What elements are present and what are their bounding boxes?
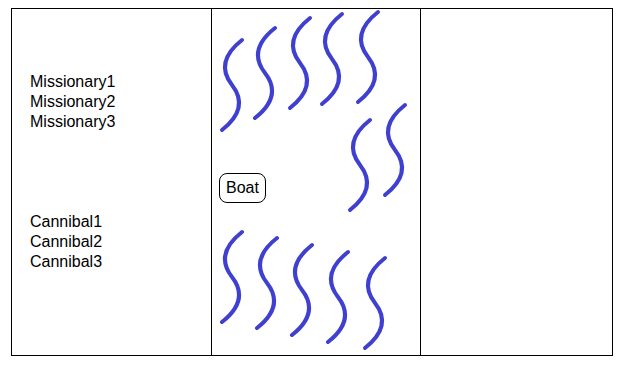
wave bbox=[358, 12, 378, 102]
boat-box: Boat bbox=[219, 173, 266, 203]
person-label: Cannibal1 bbox=[30, 212, 102, 232]
person-label: Missionary3 bbox=[30, 112, 115, 132]
wave bbox=[290, 18, 310, 108]
wave bbox=[222, 232, 242, 322]
wave bbox=[365, 258, 385, 348]
left-bank: Missionary1Missionary2Missionary3Canniba… bbox=[11, 8, 212, 356]
wave bbox=[322, 14, 342, 104]
right-shore-line bbox=[420, 9, 421, 356]
outer-frame bbox=[12, 9, 613, 356]
boat-label: Boat bbox=[226, 178, 259, 198]
wave bbox=[292, 245, 312, 335]
person-label: Missionary2 bbox=[30, 92, 115, 112]
wave bbox=[222, 40, 242, 130]
wave bbox=[328, 252, 348, 342]
wave bbox=[257, 238, 277, 328]
water-waves bbox=[222, 12, 405, 348]
person-label: Cannibal3 bbox=[30, 252, 102, 272]
person-label: Missionary1 bbox=[30, 72, 115, 92]
person-label: Cannibal2 bbox=[30, 232, 102, 252]
wave bbox=[350, 120, 370, 210]
wave bbox=[255, 28, 275, 118]
wave bbox=[385, 105, 405, 195]
